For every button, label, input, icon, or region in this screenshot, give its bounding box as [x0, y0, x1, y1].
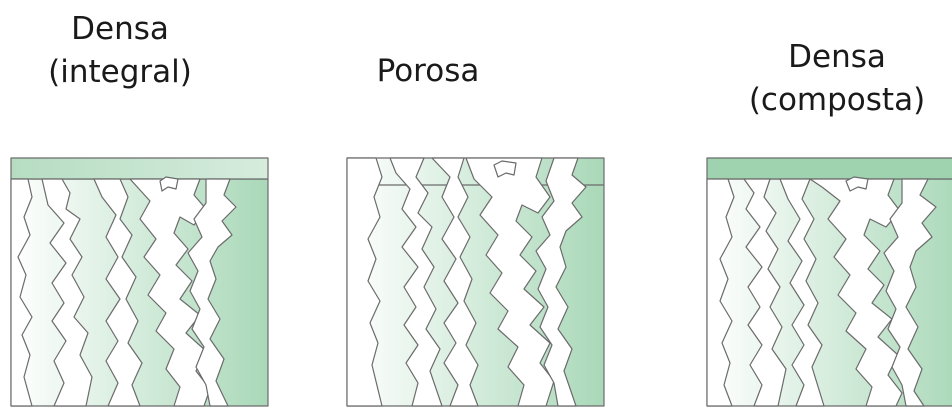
membrane-label-porous: Porosa [348, 50, 508, 93]
label-line-2: (composta) [717, 79, 952, 122]
label-line-1: Densa [717, 36, 952, 79]
membrane-skin-layer [11, 158, 268, 179]
label-line-2: (integral) [30, 51, 210, 94]
membrane-composite-layer [707, 158, 952, 179]
membrane-label-dense-composite: Densa (composta) [717, 36, 952, 122]
label-line-1: Porosa [348, 50, 508, 93]
membrane-label-dense-integral: Densa (integral) [30, 8, 210, 94]
dense-integral-membrane-diagram [10, 157, 272, 409]
label-line-1: Densa [30, 8, 210, 51]
dense-composite-membrane-diagram [706, 157, 952, 409]
porous-membrane-diagram [346, 157, 608, 409]
